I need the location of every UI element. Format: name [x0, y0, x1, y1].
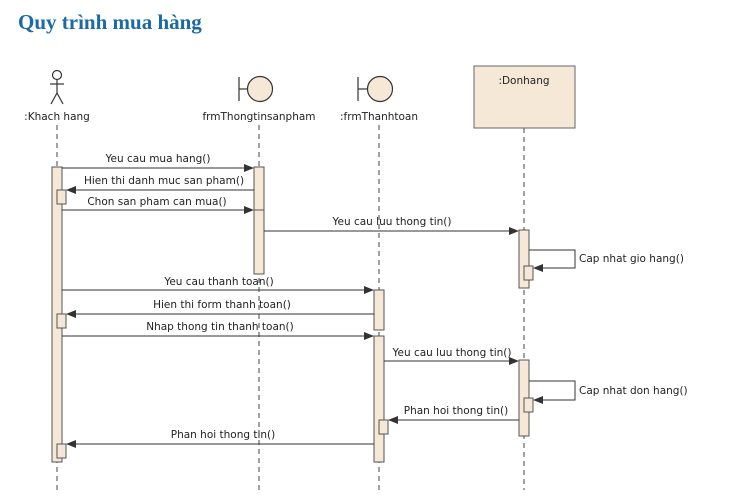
activation-bar-frm1 [253, 166, 265, 211]
participant-label-frm-thongtinsanpham: frmThongtinsanpham [202, 111, 315, 123]
message-label: Chon san pham can mua() [87, 196, 226, 208]
activation-bar-frm2 [373, 289, 385, 331]
activation-bar-donhang-nested [523, 265, 534, 281]
message-label: Yeu cau thanh toan() [163, 276, 273, 288]
message-label: Yeu cau luu thong tin() [332, 216, 452, 228]
activation-bar-frm2-nested [378, 419, 389, 435]
page-title: Quy trình mua hàng [18, 10, 202, 34]
activation-bar-khach-hang-nested [56, 443, 67, 459]
message-label: Cap nhat gio hang() [579, 253, 684, 265]
entity-box-donhang [473, 65, 576, 129]
activation-bar-frm2 [373, 335, 385, 463]
participant-label-donhang: :Donhang [498, 75, 549, 87]
actor-icon [50, 69, 64, 105]
message-label: Yeu cau luu thong tin() [392, 347, 512, 359]
activation-bar-khach-hang-nested [56, 313, 67, 329]
message-label: Hien thi form thanh toan() [153, 299, 291, 311]
message-label: Phan hoi thong tin() [404, 405, 508, 417]
message-label: Yeu cau mua hang() [105, 153, 211, 165]
activation-bar-donhang-nested [523, 397, 534, 413]
message-label: Hien thi danh muc san pham() [84, 175, 244, 187]
participant-label-frm-thanhtoan: :frmThanhtoan [340, 111, 418, 123]
message-arrow-self [529, 249, 576, 272]
message-arrows [62, 164, 576, 448]
boundary-icon [357, 75, 394, 103]
activation-bar-frm1 [253, 209, 265, 275]
message-label: Phan hoi thong tin() [171, 429, 275, 441]
message-label: Cap nhat don hang() [579, 385, 688, 397]
activation-bar-khach-hang-nested [56, 189, 67, 205]
boundary-icon [238, 75, 274, 103]
participant-label-khach-hang: :Khach hang [24, 111, 90, 123]
message-arrow-self [529, 380, 576, 404]
activation-bar-donhang [518, 229, 530, 289]
activation-bars [51, 166, 534, 463]
message-label: Nhap thong tin thanh toan() [146, 321, 294, 333]
